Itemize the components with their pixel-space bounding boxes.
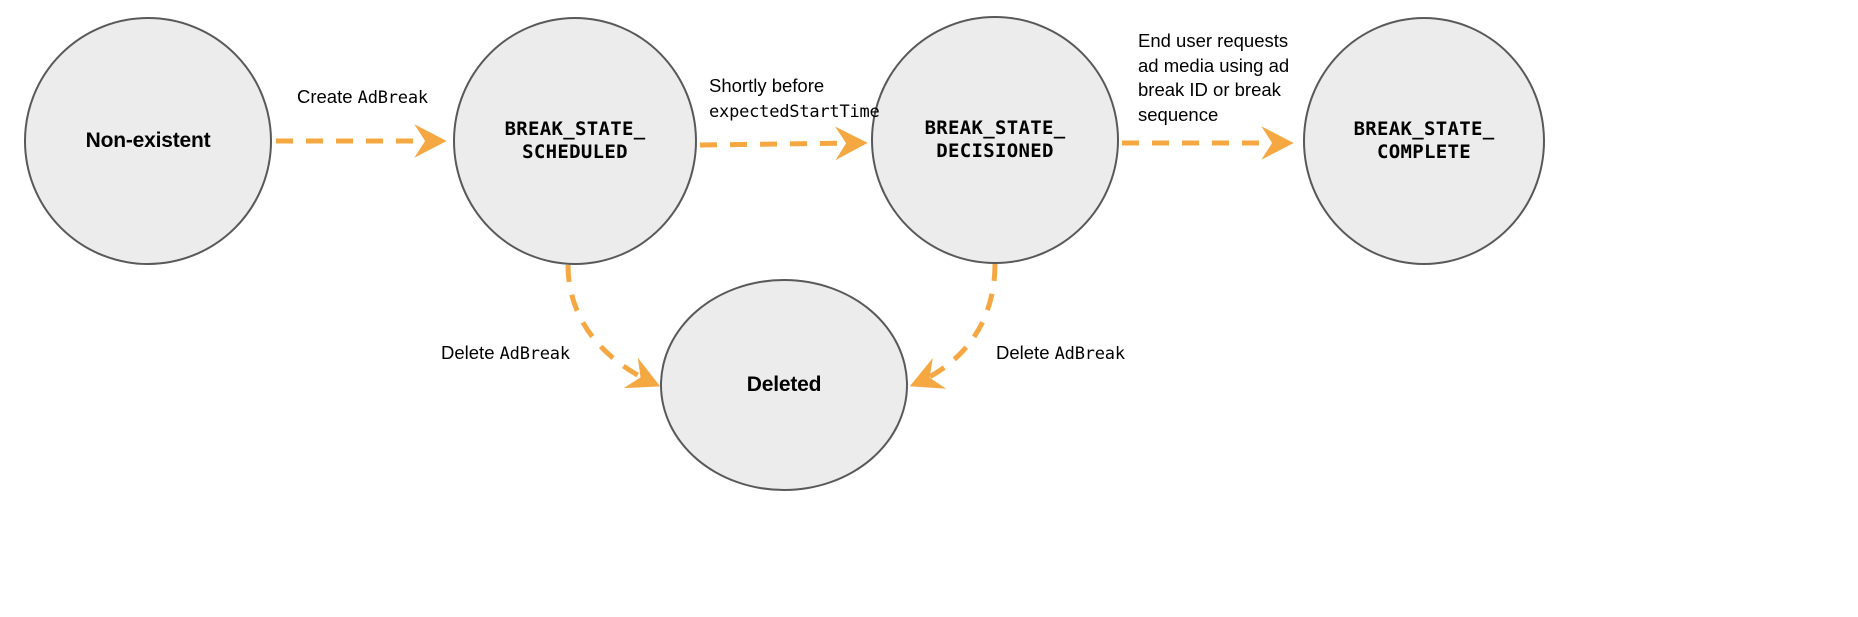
state-node-label: Deleted [746,373,822,397]
state-node-non-existent[interactable]: Non-existent [24,17,272,265]
state-node-break-state-scheduled[interactable]: BREAK_STATE_ SCHEDULED [453,17,697,265]
edge-label-text-plain: Create [297,86,358,107]
edge-label-create-adbreak: Create AdBreak [297,85,428,110]
state-node-break-state-complete[interactable]: BREAK_STATE_ COMPLETE [1303,17,1545,265]
edge-label-shortly-before: Shortly before expectedStartTime [709,74,880,123]
state-node-deleted[interactable]: Deleted [660,279,908,491]
state-node-break-state-decisioned[interactable]: BREAK_STATE_ DECISIONED [871,16,1119,264]
edge-label-text-code: AdBreak [1054,344,1125,364]
state-node-label: BREAK_STATE_ SCHEDULED [504,117,646,163]
edge-label-text-plain: Delete [996,342,1055,363]
edge-label-end-user-requests: End user requests ad media using ad break … [1138,29,1289,127]
edge-shortly-before [699,126,868,161]
edge-label-line-3: break ID or break [1138,79,1281,101]
edge-label-delete-adbreak-right: Delete AdBreak [996,341,1125,366]
edge-label-line-2: expectedStartTime [709,101,880,122]
edge-delete-adbreak-right [909,263,998,389]
edge-label-line-1: Shortly before [709,75,825,96]
edge-label-text-code: AdBreak [499,344,570,364]
edge-label-text-plain: Delete [441,342,500,363]
edge-label-delete-adbreak-left: Delete AdBreak [441,341,570,366]
state-node-label: BREAK_STATE_ DECISIONED [924,116,1066,162]
edge-label-text-code: AdBreak [357,88,428,108]
edge-label-line-4: sequence [1138,103,1219,125]
edge-label-line-2: ad media using ad [1138,54,1290,76]
state-node-label: Non-existent [85,129,211,153]
state-node-label: BREAK_STATE_ COMPLETE [1353,117,1495,163]
edge-label-line-1: End user requests [1138,30,1289,51]
edge-delete-adbreak-left [565,264,661,389]
